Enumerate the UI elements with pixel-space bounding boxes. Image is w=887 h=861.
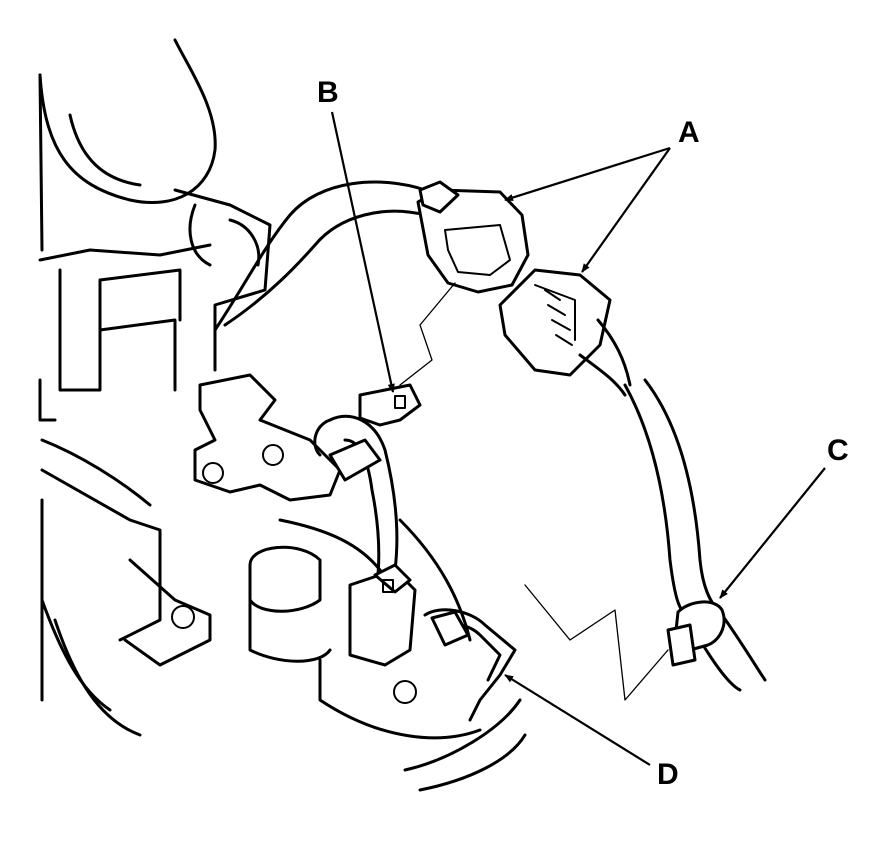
harness-right	[623, 378, 767, 692]
mounting-bracket	[123, 373, 342, 667]
clamp-c	[666, 600, 726, 667]
callout-b-label: B	[317, 76, 339, 109]
connector-a-upper	[416, 180, 530, 294]
callout-arrows	[330, 111, 826, 766]
arrow-b	[330, 111, 395, 393]
harness-upper-left	[213, 180, 427, 332]
callout-a-label: A	[678, 116, 700, 149]
clamp-b	[328, 383, 422, 482]
callout-c-label: C	[827, 434, 849, 467]
transmission-case	[248, 518, 527, 792]
arrow-a-2	[581, 147, 671, 273]
leader-lines	[399, 282, 669, 701]
callout-d-label: D	[657, 758, 679, 791]
arrow-a-1	[504, 146, 671, 202]
connector-d	[348, 563, 517, 722]
arrow-d	[504, 674, 651, 766]
engine-housing	[38, 38, 272, 737]
arrow-c	[719, 467, 826, 599]
connector-a-lower	[498, 268, 632, 397]
